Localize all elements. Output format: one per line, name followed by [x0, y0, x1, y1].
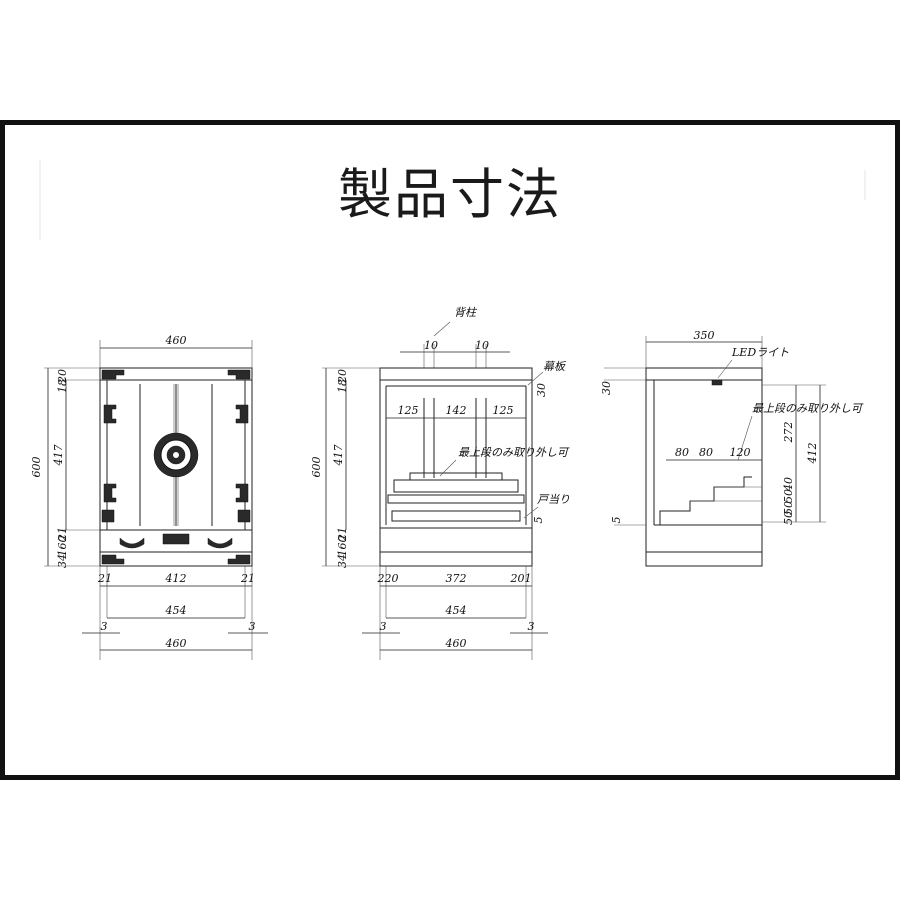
svg-text:272: 272 [782, 422, 795, 444]
front-view: 460 600 [30, 334, 268, 660]
svg-text:34: 34 [56, 554, 69, 568]
svg-text:372: 372 [446, 572, 467, 585]
svg-text:160: 160 [56, 536, 69, 557]
front-upper-label: 417 [52, 445, 65, 467]
svg-text:21: 21 [56, 527, 69, 542]
svg-text:50: 50 [782, 489, 795, 503]
svg-text:50: 50 [782, 501, 795, 515]
svg-text:18: 18 [56, 379, 69, 393]
hinge-icon [103, 404, 117, 424]
svg-text:80: 80 [675, 446, 689, 459]
interior-cabinet [379, 367, 533, 567]
side-removable-label: 最上段のみ取り外し可 [752, 402, 864, 415]
svg-text:3: 3 [528, 620, 535, 633]
svg-text:201: 201 [510, 572, 532, 585]
svg-text:10: 10 [424, 339, 438, 352]
svg-text:125: 125 [398, 404, 419, 417]
svg-text:3: 3 [380, 620, 387, 633]
door-stop-label: 戸当り [537, 493, 570, 506]
curtain-label: 幕板 [543, 360, 567, 373]
removable-label: 最上段のみ取り外し可 [458, 446, 570, 459]
page-title: 製品寸法 [338, 163, 562, 226]
svg-text:460: 460 [165, 637, 187, 650]
svg-text:3: 3 [101, 620, 108, 633]
svg-text:120: 120 [730, 446, 751, 459]
svg-text:40: 40 [782, 477, 795, 492]
svg-text:10: 10 [475, 339, 489, 352]
svg-text:454: 454 [165, 604, 187, 617]
svg-text:5: 5 [610, 517, 623, 524]
svg-text:412: 412 [165, 572, 187, 585]
svg-text:417: 417 [332, 445, 345, 467]
svg-text:412: 412 [806, 443, 819, 465]
svg-text:460: 460 [445, 637, 467, 650]
led-light-icon [711, 379, 723, 386]
side-view: 350 LEDライト 30 最上段のみ取り外し可 80 80 120 272 4… [600, 329, 864, 567]
drawer-ornament-icon [162, 533, 190, 545]
side-depth-label: 350 [694, 329, 715, 342]
front-cabinet [99, 367, 253, 567]
svg-text:34: 34 [336, 554, 349, 568]
led-label: LEDライト [731, 346, 789, 359]
svg-text:20: 20 [56, 369, 69, 384]
svg-text:600: 600 [310, 457, 323, 478]
svg-text:30: 30 [600, 381, 613, 395]
svg-text:5: 5 [532, 517, 545, 524]
svg-text:160: 160 [336, 536, 349, 557]
svg-text:50: 50 [782, 511, 795, 525]
svg-text:142: 142 [446, 404, 467, 417]
side-cabinet [645, 367, 763, 567]
svg-text:21: 21 [97, 572, 112, 585]
corner-fitting-icon [101, 369, 125, 380]
front-height-label: 600 [30, 457, 43, 478]
svg-text:220: 220 [377, 572, 399, 585]
interior-view: 背柱 10 10 125 142 125 幕板 30 最上段のみ取り外し可 戸 [310, 306, 570, 660]
svg-text:30: 30 [535, 383, 548, 397]
svg-text:18: 18 [336, 379, 349, 393]
front-width-label: 460 [165, 334, 187, 347]
drawer-pull-icon [119, 537, 145, 549]
svg-text:3: 3 [249, 620, 256, 633]
svg-text:21: 21 [240, 572, 255, 585]
svg-text:80: 80 [699, 446, 713, 459]
svg-text:454: 454 [445, 604, 467, 617]
svg-text:21: 21 [336, 527, 349, 542]
pillar-label: 背柱 [454, 306, 478, 319]
diagram-frame [0, 120, 900, 780]
svg-text:20: 20 [336, 369, 349, 384]
svg-text:125: 125 [493, 404, 514, 417]
